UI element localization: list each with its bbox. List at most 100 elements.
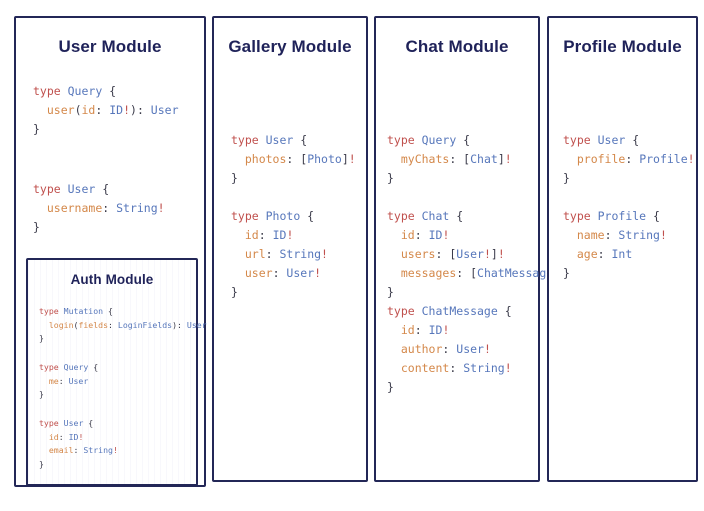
code-token: : (597, 247, 612, 261)
code-token (563, 247, 577, 261)
panel-chat-module[interactable]: Chat Module type Query { myChats: [Chat]… (374, 16, 567, 482)
code-block-gallery-user: type User { photos: [Photo]! } (231, 131, 356, 188)
code-block-gallery-photo: type Photo { id: ID! url: String! user: … (231, 207, 328, 302)
code-token: } (33, 220, 40, 234)
code-token (387, 152, 401, 166)
code-token: User (68, 375, 89, 386)
code-block-user-query: type Query { user(id: ID!): User } (33, 82, 179, 139)
code-token: ChatMessage (421, 304, 498, 318)
code-token: ! (483, 247, 491, 261)
code-token: ] (341, 152, 349, 166)
code-token (387, 323, 401, 337)
code-token: { (88, 362, 99, 372)
code-token: author (400, 342, 443, 356)
code-token: id (244, 228, 259, 242)
code-token (231, 228, 245, 242)
code-token: type (387, 209, 422, 223)
code-token: LoginFields (117, 319, 173, 330)
code-token: user (46, 103, 75, 117)
code-token (387, 266, 401, 280)
code-token: User (265, 133, 294, 147)
code-token: me (48, 375, 59, 386)
code-token: Photo (307, 152, 342, 166)
code-token: type (33, 182, 68, 196)
code-token: } (231, 285, 238, 299)
code-token: : (108, 319, 118, 330)
code-token: : (449, 361, 464, 375)
code-token (387, 361, 401, 375)
code-token: id (48, 431, 59, 442)
code-block-chat-message: type ChatMessage { id: ID! author: User!… (387, 302, 512, 397)
code-token: ! (348, 152, 356, 166)
code-token: : (442, 342, 457, 356)
code-block-profile-user: type User { profile: Profile! } (563, 131, 695, 188)
code-token: messages (400, 266, 457, 280)
code-token: : [ (449, 152, 471, 166)
panel-user-module[interactable]: User Module type Query { user(id: ID!): … (14, 16, 207, 487)
code-token: : (414, 323, 429, 337)
code-token (231, 247, 245, 261)
code-token: String (463, 361, 505, 375)
code-token (39, 432, 49, 442)
code-token (39, 376, 49, 386)
code-token (387, 228, 401, 242)
code-token: fields (78, 319, 109, 330)
code-token: : [ (435, 247, 457, 261)
code-token: users (400, 247, 436, 261)
code-token: content (400, 361, 450, 375)
code-token: } (563, 266, 570, 280)
code-block-profile-profile: type Profile { name: String! age: Int } (563, 207, 667, 283)
panel-profile-module[interactable]: Profile Module type User { profile: Prof… (547, 16, 698, 482)
code-token: ] (490, 247, 498, 261)
code-token: ! (659, 228, 667, 242)
code-token: ! (442, 323, 450, 337)
code-token: photos (244, 152, 287, 166)
code-token: String (279, 247, 322, 261)
code-token: { (293, 133, 308, 147)
code-token: } (231, 171, 238, 185)
code-token: ): (172, 319, 187, 330)
code-token: : (58, 375, 69, 386)
code-token: Profile (597, 209, 647, 223)
code-token: : [ (456, 266, 478, 280)
code-token: type (387, 133, 422, 147)
code-block-auth-user: type User { id: ID! email: String! } (39, 417, 118, 471)
code-token: Query (67, 84, 103, 98)
code-token: ! (123, 103, 131, 117)
code-token: ] (497, 152, 505, 166)
code-token: } (39, 389, 44, 400)
code-token (231, 152, 245, 166)
code-token: ID (68, 431, 79, 442)
code-token: ( (73, 319, 79, 330)
code-token: ! (314, 266, 322, 280)
code-token: : (604, 228, 619, 242)
code-token: ( (74, 103, 82, 117)
code-token: String (83, 445, 113, 456)
code-token: type (39, 306, 64, 316)
code-token: type (387, 304, 422, 318)
code-token: { (83, 418, 94, 428)
code-token (387, 247, 401, 261)
code-block-chat-chat: type Chat { id: ID! users: [User!]! mess… (387, 207, 567, 302)
code-token: Int (611, 247, 633, 261)
code-token: url (244, 247, 266, 261)
code-token: Photo (265, 209, 301, 223)
code-token: name (576, 228, 605, 242)
code-token (39, 320, 49, 330)
code-token: type (39, 418, 64, 428)
code-token: ID (109, 103, 124, 117)
code-token: type (231, 133, 266, 147)
code-token: ! (687, 152, 695, 166)
code-token: User (286, 266, 315, 280)
code-token: profile (576, 152, 626, 166)
panel-gallery-module[interactable]: Gallery Module type User { photos: [Phot… (212, 16, 368, 482)
code-token: : [ (286, 152, 308, 166)
code-token: id (81, 103, 96, 117)
code-token: id (400, 323, 415, 337)
panel-auth-module[interactable]: Auth Module type Mutation { login(fields… (26, 258, 207, 486)
code-token: User (67, 182, 96, 196)
code-token: ! (78, 431, 84, 442)
code-token: Profile (639, 152, 688, 166)
panel-title-chat-module: Chat Module (405, 37, 509, 56)
code-token: : (102, 201, 117, 215)
